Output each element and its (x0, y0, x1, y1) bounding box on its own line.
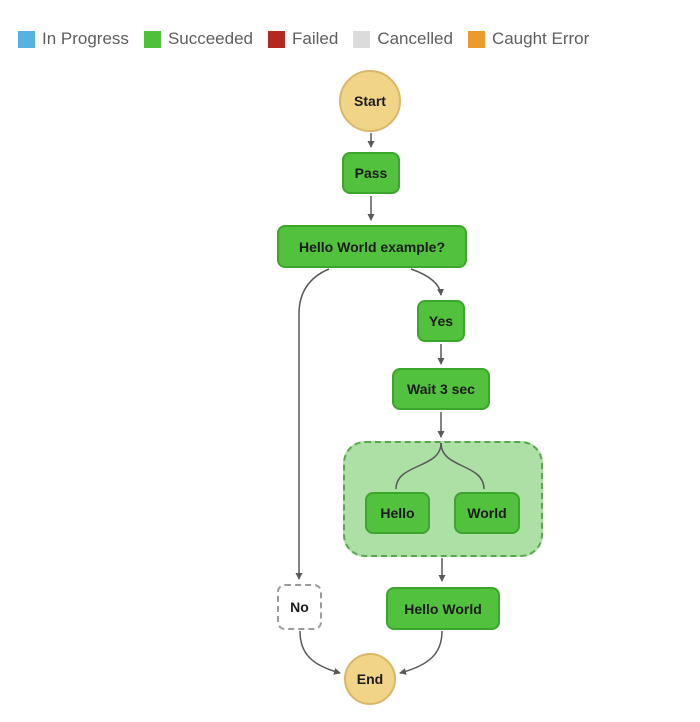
succeeded-swatch (143, 30, 161, 48)
in-progress-swatch (18, 30, 35, 48)
state-node-no[interactable]: No (277, 584, 322, 630)
legend-item-succeeded: Succeeded (143, 29, 254, 49)
legend-item-caught-error: Caught Error (467, 29, 590, 49)
legend-item-in-progress: In Progress (18, 29, 129, 49)
state-label: No (290, 599, 309, 615)
state-label: World (467, 505, 507, 521)
caught-error-swatch (467, 30, 485, 48)
state-node-wait[interactable]: Wait 3 sec (392, 368, 490, 410)
edge-parallel-world (440, 442, 485, 490)
state-node-end[interactable]: End (344, 653, 396, 705)
legend-item-cancelled: Cancelled (353, 29, 453, 49)
edge-helloworld-end (399, 630, 443, 675)
state-label: Hello World example? (299, 238, 445, 255)
edge-no-end (299, 630, 341, 675)
cancelled-swatch (353, 30, 371, 48)
state-node-pass[interactable]: Pass (342, 152, 400, 194)
state-label: Hello (380, 505, 415, 521)
edge-parallel-hello (395, 442, 442, 490)
legend-label: Caught Error (491, 29, 590, 48)
failed-swatch (268, 30, 286, 48)
parallel-state-container[interactable]: Hello World (343, 441, 543, 557)
state-node-choice[interactable]: Hello World example? (277, 225, 467, 268)
state-label: End (356, 671, 384, 687)
edge-choice-no (295, 268, 330, 580)
legend-label: Cancelled (377, 29, 453, 48)
state-node-hello[interactable]: Hello (365, 492, 430, 534)
legend-label: Succeeded (167, 29, 254, 48)
state-node-start[interactable]: Start (339, 70, 401, 132)
state-label: Pass (354, 165, 388, 181)
status-legend: In Progress Succeeded Failed Cancelled C… (18, 29, 589, 49)
state-label: Yes (428, 313, 454, 329)
state-label: Hello World (404, 600, 482, 617)
legend-item-failed: Failed (268, 29, 338, 49)
state-label: Wait 3 sec (407, 381, 475, 397)
state-node-world[interactable]: World (454, 492, 520, 534)
edge-choice-yes (410, 268, 444, 296)
state-label: Start (354, 93, 386, 109)
legend-label: In Progress (42, 29, 129, 48)
legend-label: Failed (292, 29, 339, 48)
state-node-yes[interactable]: Yes (417, 300, 465, 342)
state-node-helloworld[interactable]: Hello World (386, 587, 500, 630)
